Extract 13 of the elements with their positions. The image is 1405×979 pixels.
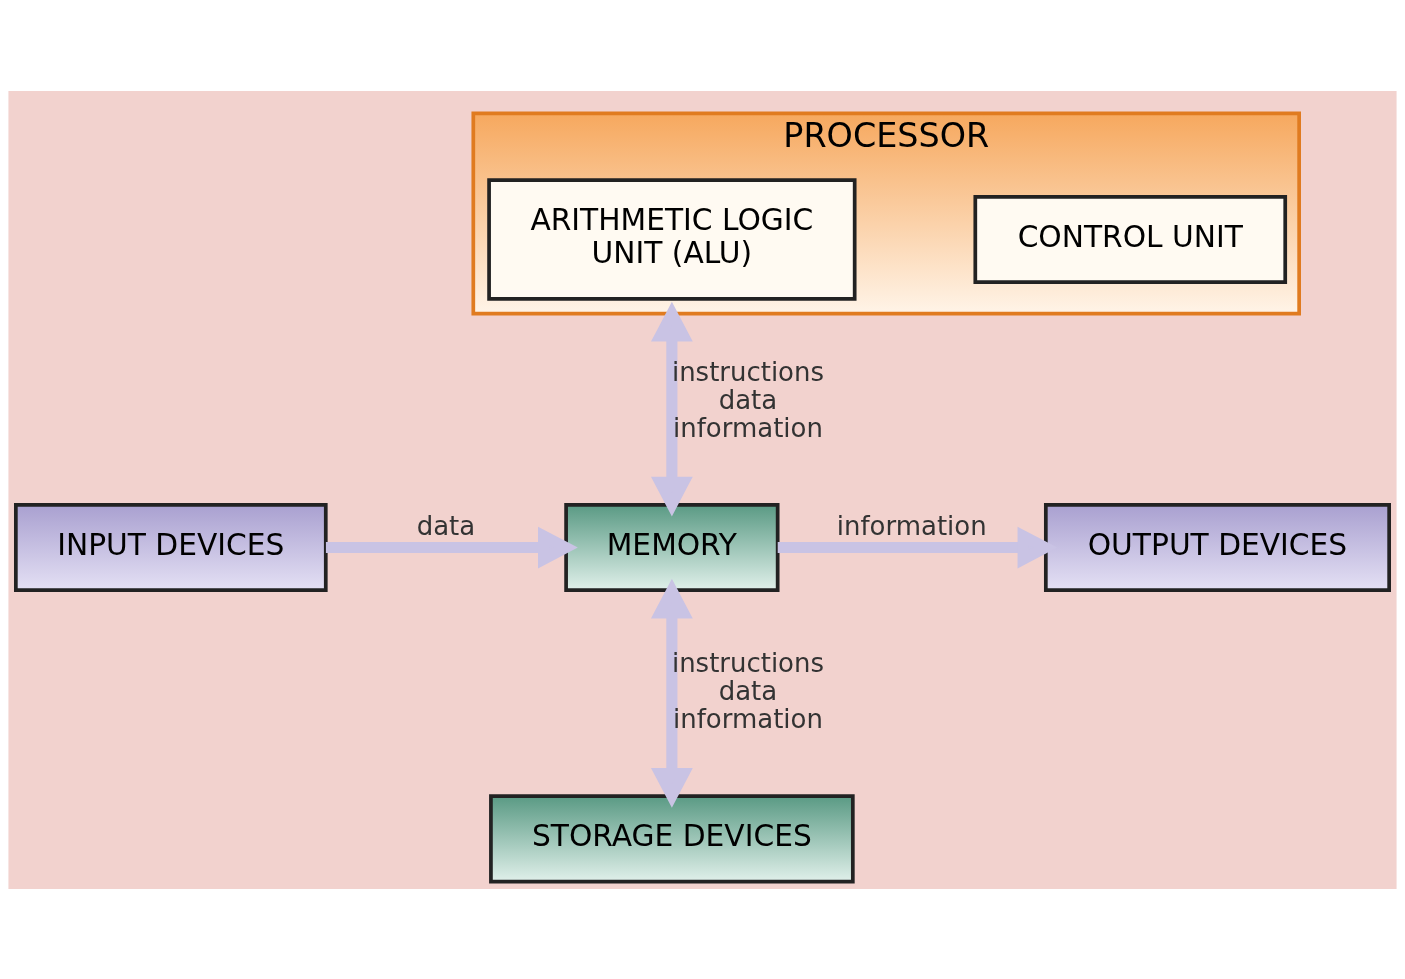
edge-label: instructions data information — [671, 647, 825, 734]
node-box: STORAGE DEVICES — [489, 793, 855, 883]
node-box: CONTROL UNIT — [973, 194, 1288, 284]
node-box: ARITHMETIC LOGIC UNIT (ALU) — [487, 177, 857, 301]
edge-label: instructions data information — [671, 356, 825, 443]
arrow — [651, 301, 693, 516]
node-box: INPUT DEVICES — [14, 502, 328, 592]
node-box: MEMORY — [564, 502, 780, 592]
node-box: OUTPUT DEVICES — [1043, 502, 1391, 592]
edge-label: information — [836, 510, 987, 541]
edge-label: data — [416, 510, 476, 541]
arrow — [325, 526, 578, 568]
arrow — [651, 578, 693, 808]
